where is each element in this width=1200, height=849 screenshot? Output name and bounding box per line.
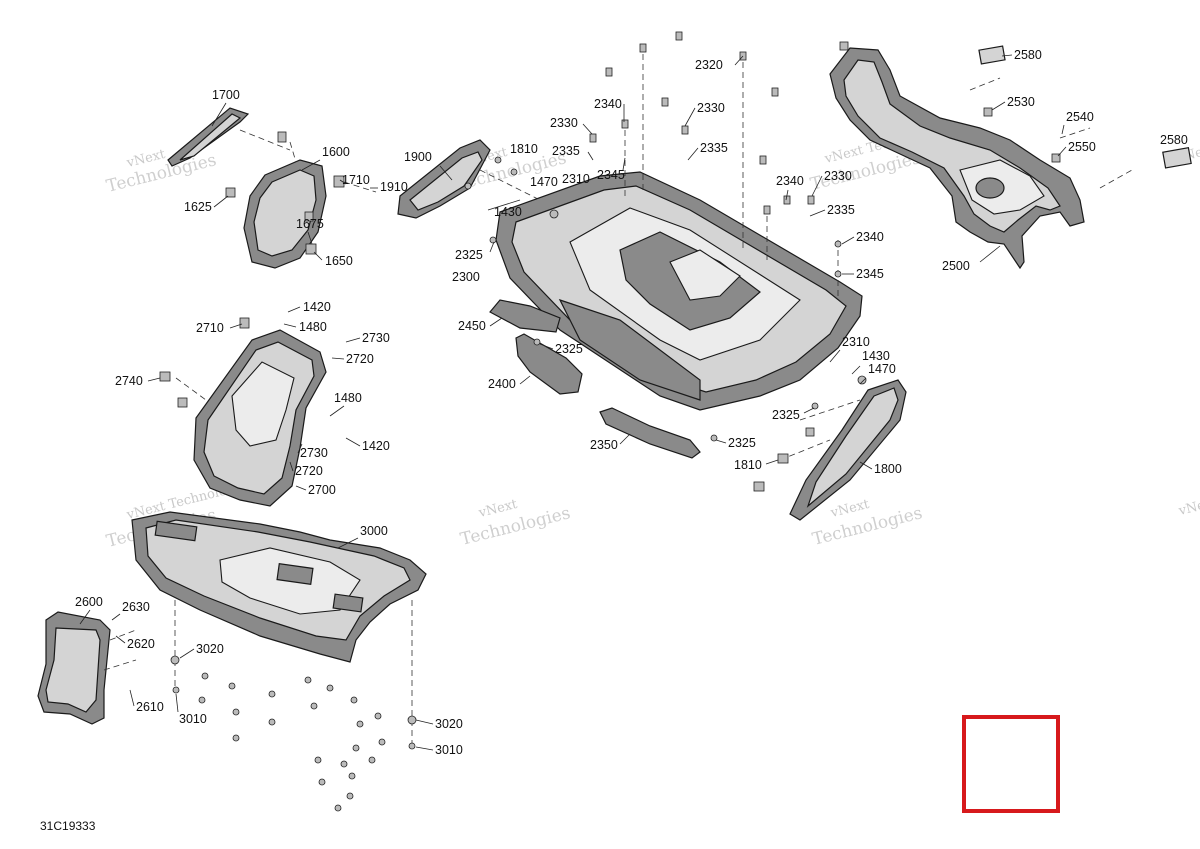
callout-label: 2630 [122, 600, 150, 614]
callout-label: 2300 [452, 270, 480, 284]
callout-label: 2720 [346, 352, 374, 366]
callout-label: 2540 [1066, 110, 1094, 124]
callout-label: 3010 [435, 743, 463, 757]
callout-label: 2710 [196, 321, 224, 335]
callout-label: 2700 [308, 483, 336, 497]
leader-lines [79, 54, 1067, 751]
part-1700-panel [167, 107, 291, 167]
part-2500-rear-frame [829, 41, 1192, 270]
callout-label: 1800 [874, 462, 902, 476]
callout-label: 2330 [824, 169, 852, 183]
callout-label: 2500 [942, 259, 970, 273]
callout-label: 2400 [488, 377, 516, 391]
callout-label: 2730 [362, 331, 390, 345]
callout-label: 2740 [115, 374, 143, 388]
part-1800-tailgate [753, 379, 907, 521]
callout-label: 2550 [1068, 140, 1096, 154]
callout-label: 2325 [772, 408, 800, 422]
part-2350-trim [599, 407, 701, 459]
callout-label: 2350 [590, 438, 618, 452]
callout-label: 1430 [494, 205, 522, 219]
callout-label: 1625 [184, 200, 212, 214]
callout-label: 1420 [303, 300, 331, 314]
part-2300-cargo-box [495, 171, 863, 411]
callout-label: 1480 [299, 320, 327, 334]
watermark-text: vNex [1176, 496, 1200, 519]
callout-label: 1900 [404, 150, 432, 164]
callout-label: 2335 [700, 141, 728, 155]
callout-label: 1910 [380, 180, 408, 194]
callout-label: 2310 [842, 335, 870, 349]
callout-label: 3010 [179, 712, 207, 726]
callout-label: 3020 [196, 642, 224, 656]
callout-label: 1710 [342, 173, 370, 187]
callout-label: 2340 [776, 174, 804, 188]
fastener-grid [170, 655, 417, 812]
callout-label: 3020 [435, 717, 463, 731]
document-code: 31C19333 [40, 819, 96, 833]
callout-label: 1470 [530, 175, 558, 189]
callout-label: 2345 [597, 168, 625, 182]
part-2450-cover [489, 299, 561, 333]
callout-label: 1600 [322, 145, 350, 159]
callout-label: 2620 [127, 637, 155, 651]
callout-label: 2320 [695, 58, 723, 72]
part-1900-panel [397, 139, 541, 219]
callout-label: 2580 [1160, 133, 1188, 147]
callout-label: 1810 [510, 142, 538, 156]
callout-label: 2340 [594, 97, 622, 111]
callout-label: 2345 [856, 267, 884, 281]
part-2600-bracket [37, 611, 137, 725]
callout-label: 2335 [552, 144, 580, 158]
callout-label: 1480 [334, 391, 362, 405]
callout-label: 1650 [325, 254, 353, 268]
callout-label: 2330 [550, 116, 578, 130]
callout-label: 2730 [300, 446, 328, 460]
callout-label: 2600 [75, 595, 103, 609]
callout-label: 2325 [455, 248, 483, 262]
callout-labels: 1700 1600 1710 1910 1625 1675 1650 1900 … [75, 48, 1188, 757]
part-2700-fender [159, 317, 327, 507]
callout-label: 1700 [212, 88, 240, 102]
callout-label: 2580 [1014, 48, 1042, 62]
callout-label: 2340 [856, 230, 884, 244]
callout-label: 2325 [555, 342, 583, 356]
callout-label: 1810 [734, 458, 762, 472]
callout-label: 2325 [728, 436, 756, 450]
highlight-frame [962, 715, 1060, 813]
callout-label: 2720 [295, 464, 323, 478]
callout-label: 2530 [1007, 95, 1035, 109]
part-3000-skid-plate [131, 511, 427, 748]
callout-label: 1470 [868, 362, 896, 376]
callout-label: 2335 [827, 203, 855, 217]
callout-label: 1420 [362, 439, 390, 453]
callout-label: 2610 [136, 700, 164, 714]
callout-label: 1430 [862, 349, 890, 363]
callout-label: 1675 [296, 217, 324, 231]
callout-label: 2450 [458, 319, 486, 333]
callout-label: 2310 [562, 172, 590, 186]
part-1600-panel [225, 131, 377, 269]
callout-label: 2330 [697, 101, 725, 115]
callout-label: 3000 [360, 524, 388, 538]
